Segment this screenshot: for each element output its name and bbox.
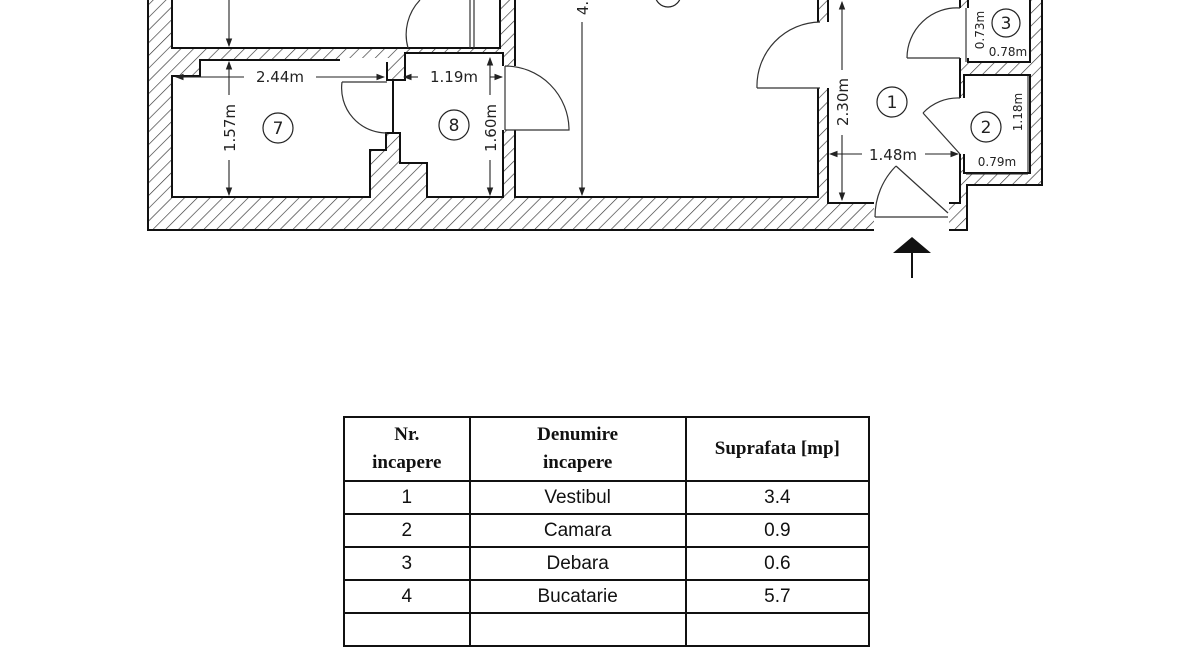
entrance-arrow-icon [893,237,931,278]
cell-nr: 2 [343,513,471,548]
cell-area: 0.6 [684,546,871,581]
room-number-3: 3 [1001,14,1012,34]
cell-name: Vestibul [468,480,687,515]
dim-room8-width: 1.19m [430,68,478,86]
room-top-left [171,0,501,49]
cell-nr: 3 [343,546,471,581]
cell-nr: 1 [343,480,471,515]
cell-name: Camara [468,513,687,548]
dim-room3-height: 0.73m [973,11,987,49]
dim-room7-height: 1.57m [221,104,239,152]
room-8 [392,52,504,198]
dim-room7-width: 2.44m [256,68,304,86]
cell-nr: 4 [343,579,471,614]
cell-area: 5.7 [684,579,871,614]
cell-name: Bucatarie [468,579,687,614]
room-number-7: 7 [273,119,284,139]
room-number-1: 1 [887,93,898,113]
room-number-8: 8 [449,116,460,136]
dim-room3-width: 0.78m [989,45,1027,59]
room-number-2: 2 [981,118,992,138]
dim-room2-height: 1.18m [1011,93,1025,131]
floor-plan: 2.44m 1.19m 1.57m 1.60m 4. 2.30m 1.48m 0… [147,0,1043,278]
header-area: Suprafata [mp] [684,416,871,482]
cell-name: Debara [468,546,687,581]
header-nr: Nr.incapere [343,416,471,482]
dim-room2-width: 0.79m [978,155,1016,169]
cell-area: 0.9 [684,513,871,548]
dim-room1-width: 1.48m [869,146,917,164]
dim-room8-height: 1.60m [482,104,500,152]
dim-living-height: 4. [574,1,592,15]
cell-area: 3.4 [684,480,871,515]
dim-room1-height: 2.30m [834,78,852,126]
